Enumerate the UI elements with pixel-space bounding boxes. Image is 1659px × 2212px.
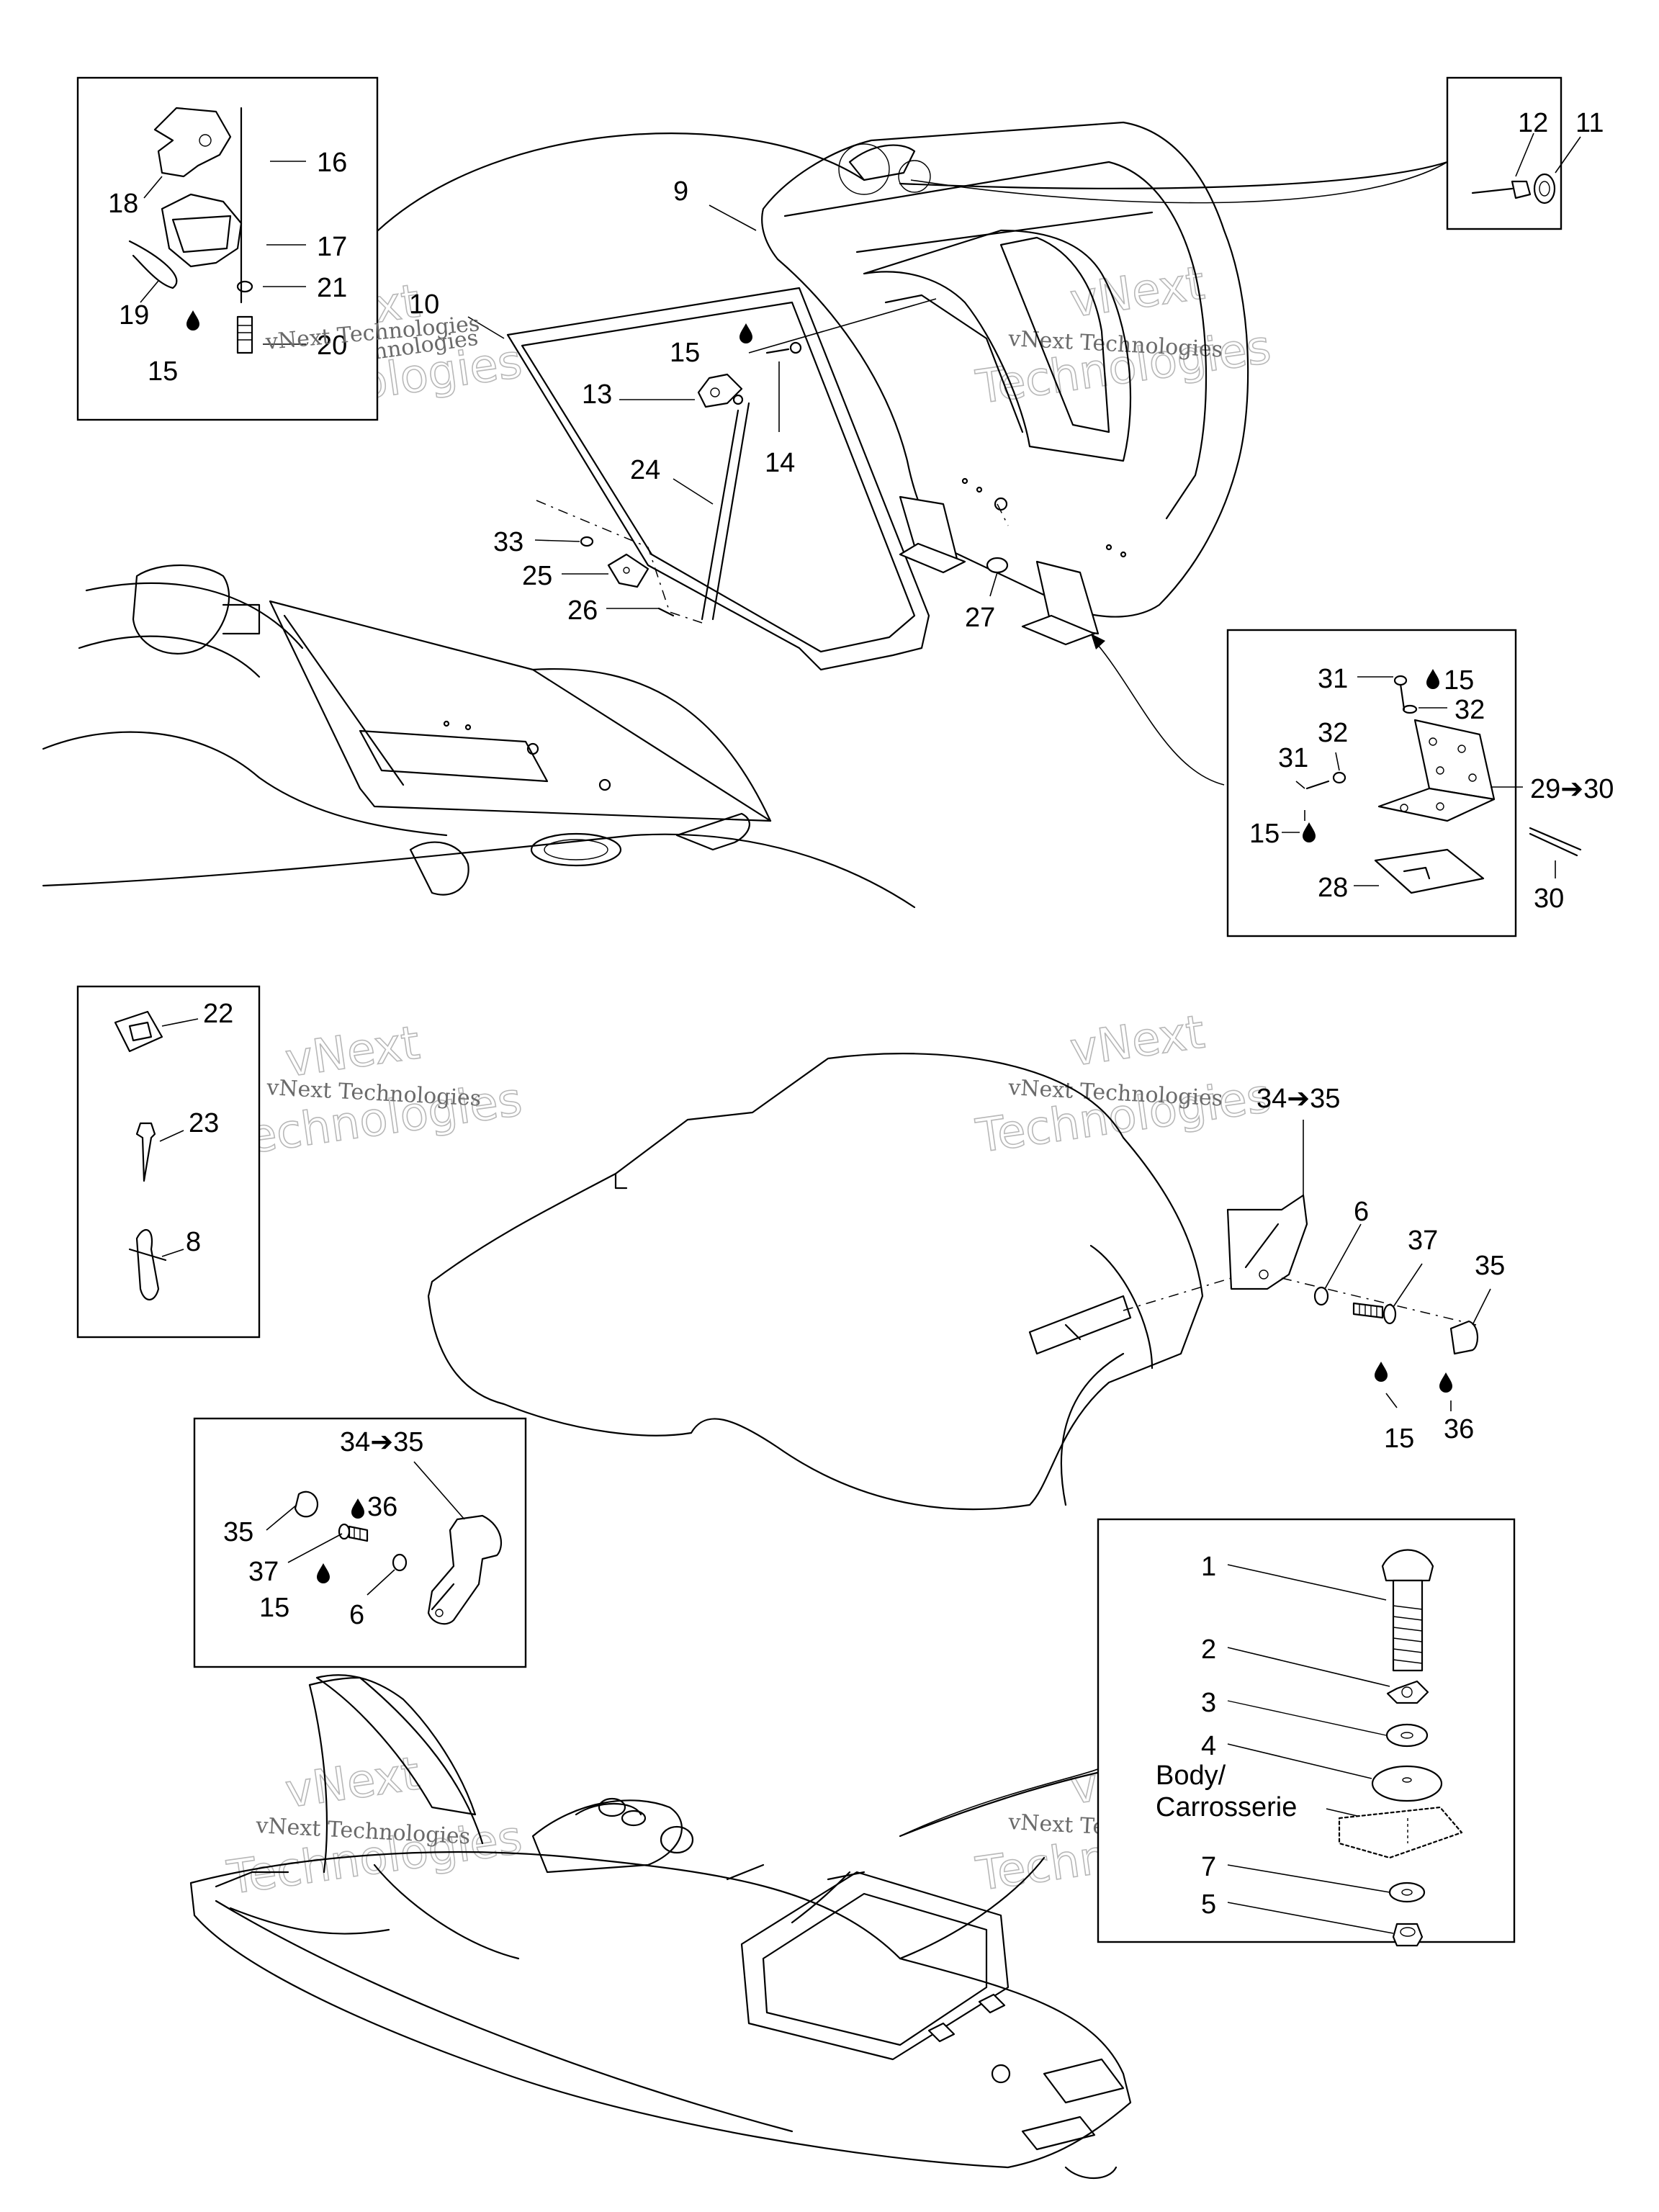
callout-24: 24 [630,455,660,485]
callout-35: 35 [1475,1251,1505,1281]
bumper-inset [1097,1518,1516,1947]
storage-lid [761,121,1249,618]
callout-3: 3 [1201,1688,1216,1718]
watermark-4: vNext Technologies vNext Technologies [972,1005,1274,1164]
callout-32: 32 [1455,695,1485,725]
callout-27: 27 [965,603,995,633]
callout-10: 10 [409,289,439,320]
rivet-callout-line [910,161,1448,204]
callout-6: 6 [349,1600,364,1630]
seal-gasket [506,287,930,671]
boat-hull [189,1674,1262,2180]
watermark-brand: vNext [1067,1006,1208,1077]
gas-spring [701,394,750,621]
body-label-en: Body/ [1156,1761,1226,1791]
spring-mount-parts [536,500,703,624]
callout-15: 15 [1384,1424,1414,1454]
callout-36: 36 [367,1492,397,1522]
leader-line [748,298,937,354]
handle-inset [193,1417,527,1668]
callout-23: 23 [189,1108,219,1138]
callout-14: 14 [765,448,795,478]
callout-18: 18 [108,189,138,219]
callout-32: 32 [1318,718,1348,748]
callout-29-30: 29➔30 [1530,774,1614,804]
hinge-arrow-head [1091,634,1105,649]
callout-17: 17 [317,232,347,262]
callout-15: 15 [1249,819,1280,849]
watermark-2: vNext Technologies vNext Technologies [972,256,1274,415]
watermark-3: vNext Technologies vNext Technologies [223,1016,526,1168]
seat-handle [1226,1194,1308,1290]
callout-35: 35 [223,1517,253,1547]
lid-hinges [899,495,1100,646]
callout-37: 37 [248,1557,279,1587]
hinge-inset [1226,629,1582,938]
callout-21: 21 [317,273,347,303]
latch-inset [76,76,379,421]
callout-15: 15 [1444,665,1474,696]
callout-5: 5 [1201,1889,1216,1920]
fastener-inset [76,985,261,1339]
callout-12: 12 [1518,108,1548,138]
deck-assembly [42,132,1449,909]
callout-34-35: 34➔35 [1256,1084,1340,1114]
watermark-brand: vNext [282,1748,423,1819]
seat-cushion [427,1053,1268,1511]
callouts: 16 18 17 21 19 20 15 12 11 9 10 15 13 14… [108,108,1614,1934]
callout-16: 16 [317,148,347,178]
callout-7: 7 [1201,1852,1216,1882]
callout-28: 28 [1318,873,1348,903]
seat-handle-hardware [1281,1277,1478,1393]
callout-15: 15 [148,356,178,387]
callout-20: 20 [317,331,347,361]
callout-6: 6 [1354,1197,1369,1227]
callout-36: 36 [1444,1414,1474,1444]
callout-9: 9 [673,176,688,207]
rivet-inset [1446,76,1563,230]
callout-4: 4 [1201,1731,1216,1761]
callout-26: 26 [567,595,598,626]
callout-25: 25 [522,561,552,591]
callout-22: 22 [203,999,233,1029]
callout-31: 31 [1318,664,1348,694]
callout-1: 1 [1201,1552,1216,1582]
callout-13: 13 [582,379,612,410]
callout-19: 19 [119,300,149,331]
callout-31: 31 [1278,743,1308,773]
callout-15: 15 [670,338,700,368]
hinge-arrow [1094,640,1225,786]
callout-8: 8 [186,1227,201,1257]
callout-34-35: 34➔35 [340,1427,423,1457]
watermark-brand: vNext [1067,257,1208,328]
callout-33: 33 [493,527,523,557]
callout-2: 2 [1201,1635,1216,1665]
callout-30: 30 [1534,884,1564,914]
callout-11: 11 [1575,108,1604,138]
lid-bracket [697,341,802,408]
watermark-5: vNext Technologies vNext Technologies [223,1747,526,1906]
body-label-fr: Carrosserie [1156,1792,1297,1822]
callout-37: 37 [1408,1226,1438,1256]
callout-15: 15 [259,1593,289,1623]
